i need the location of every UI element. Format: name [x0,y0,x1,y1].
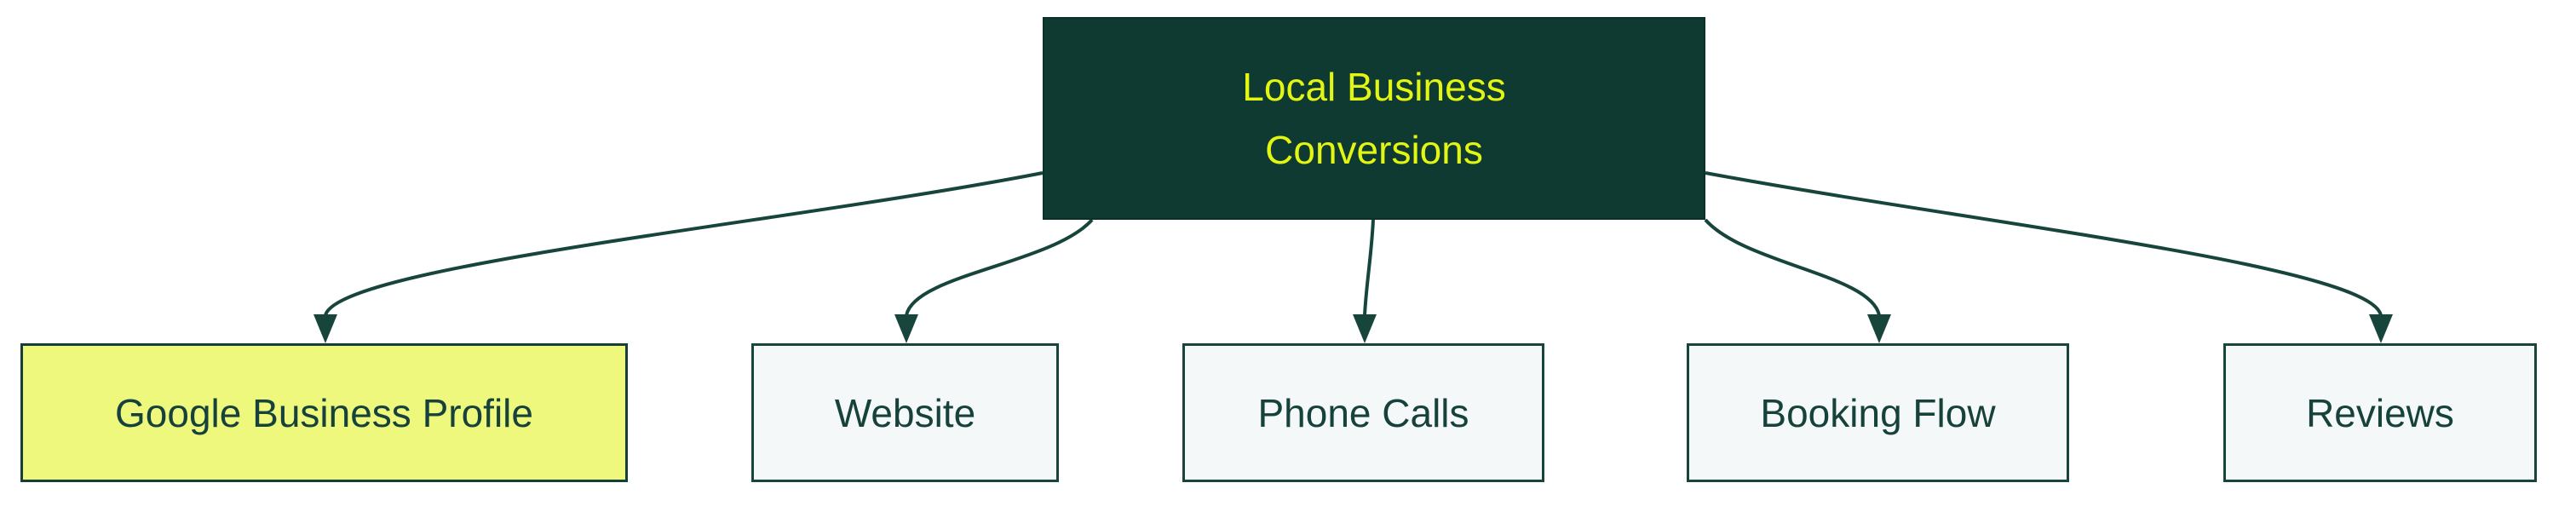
node-phone-calls: Phone Calls [1182,343,1544,482]
edge-root-to-google-business-profile [324,171,1044,316]
edge-root-to-website [905,218,1094,316]
arrowhead-google-business-profile [313,314,337,343]
node-google-business-profile: Google Business Profile [20,343,628,482]
root-node-label-line-2: Conversions [1265,128,1483,172]
node-local-business-conversions: Local Business Conversions [1043,17,1705,220]
node-reviews: Reviews [2223,343,2537,482]
node-website: Website [751,343,1059,482]
node-website-label: Website [834,390,976,435]
root-node-label-line-1: Local Business [1242,65,1506,109]
node-phone-calls-label: Phone Calls [1257,390,1469,435]
node-booking-flow: Booking Flow [1687,343,2069,482]
node-booking-flow-label: Booking Flow [1760,390,1996,435]
arrowhead-booking-flow [1867,314,1891,343]
arrowhead-reviews [2369,314,2393,343]
arrowhead-phone-calls [1353,314,1377,343]
node-reviews-label: Reviews [2306,390,2454,435]
edge-root-to-reviews [1705,171,2383,316]
arrowhead-website [894,314,918,343]
node-google-business-profile-label: Google Business Profile [115,390,533,435]
edge-root-to-booking-flow [1704,218,1881,316]
edge-root-to-phone-calls [1363,219,1375,316]
